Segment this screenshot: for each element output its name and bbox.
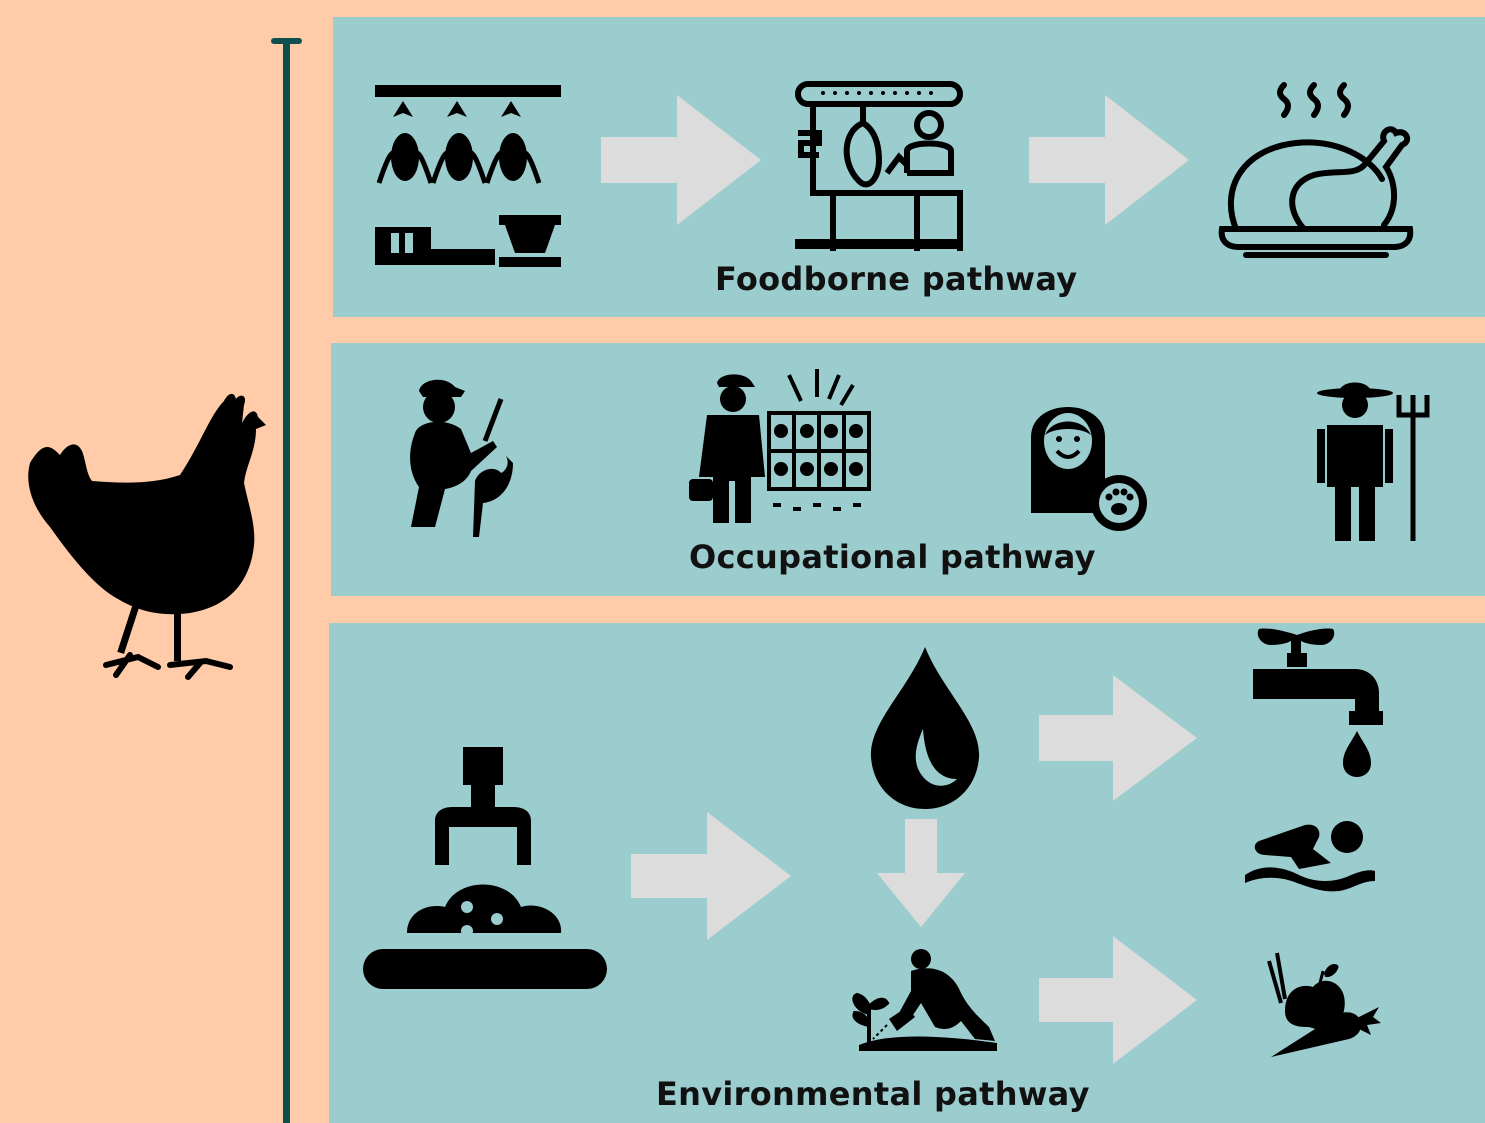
gardener-icon [852,949,997,1051]
foodborne-pathway-label: Foodborne pathway [715,260,1078,298]
poultry-farm-icon [375,85,561,267]
farmer-icon [1317,382,1430,541]
tap-water-icon [1253,628,1383,777]
roast-chicken-icon [1218,82,1414,258]
vaccinating-worker-icon [410,379,513,537]
swimmer-icon [1245,821,1375,892]
arrow-icon [1039,936,1197,1064]
arrow-icon [631,812,791,940]
slaughterhouse-icon [795,81,963,251]
manure-spreader-icon [363,747,607,989]
timeline-line [283,40,290,1123]
pet-owner-icon [1031,407,1147,531]
arrow-icon [1039,675,1197,801]
foodborne-panel: Foodborne pathway [333,17,1485,317]
water-drop-icon [870,647,980,809]
occupational-pathway-label: Occupational pathway [689,538,1096,576]
arrow-icon [1029,95,1189,225]
chicken-icon [28,393,266,680]
environmental-pathway-label: Environmental pathway [656,1075,1090,1113]
vegetables-icon [1267,952,1381,1057]
arrow-icon [877,819,965,927]
arrow-icon [601,95,761,225]
environmental-panel: Environmental pathway [329,623,1485,1123]
occupational-panel: Occupational pathway [331,343,1485,596]
farm-worker-cages-icon [689,369,871,523]
